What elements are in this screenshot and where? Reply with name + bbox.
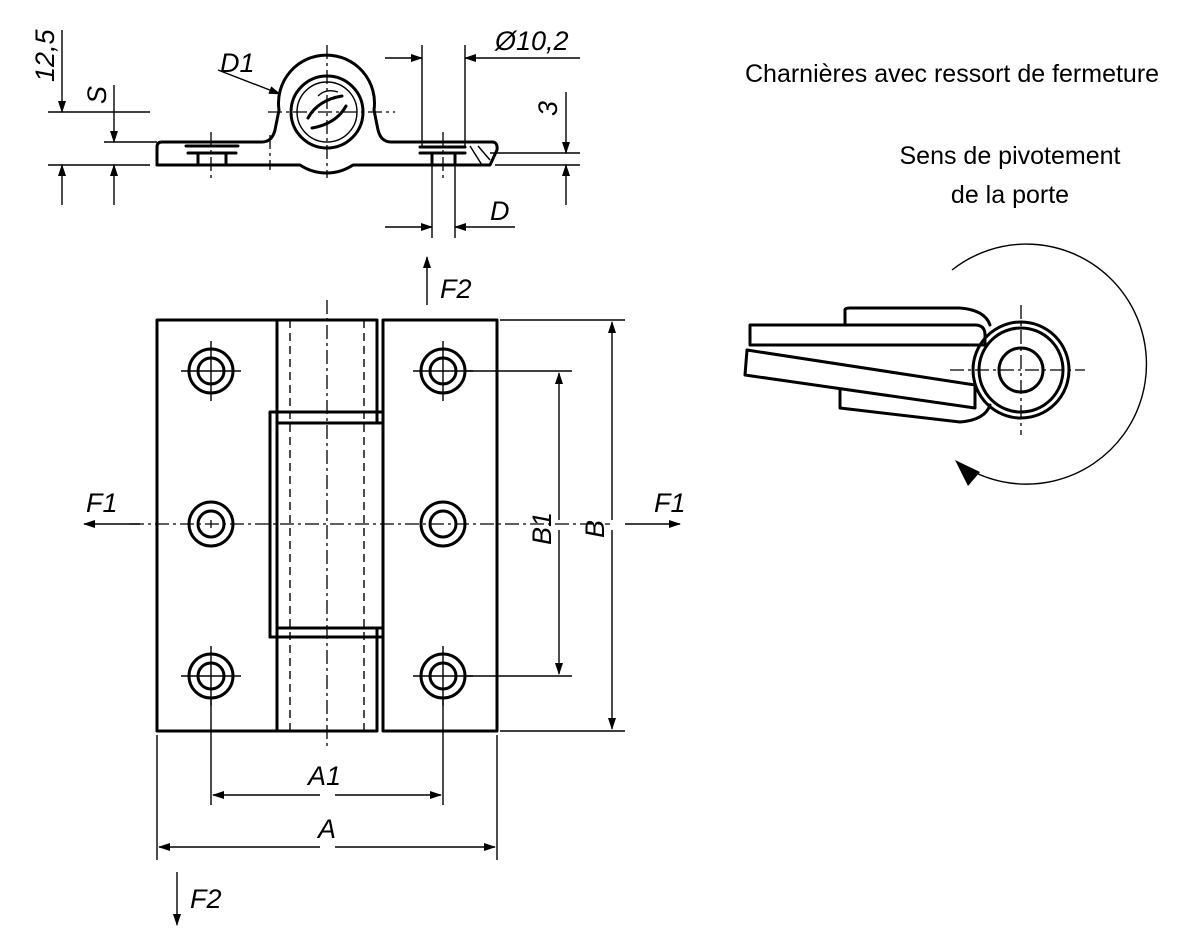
rotation-arrow-head bbox=[955, 460, 980, 486]
top-leaf bbox=[748, 323, 987, 347]
bottom-leaf bbox=[743, 348, 977, 410]
section-hatch bbox=[469, 145, 491, 166]
note-pivot-line-1: Sens de pivotement bbox=[900, 142, 1121, 170]
note-pivot-line-2: de la porte bbox=[951, 181, 1069, 209]
spring-curve-2 bbox=[310, 104, 348, 130]
right-leaf bbox=[381, 318, 499, 733]
dim-d-label: D bbox=[490, 196, 510, 226]
dim-d1-label: D1 bbox=[220, 48, 255, 78]
dim-d1-leader bbox=[217, 69, 281, 95]
side-view-outline bbox=[155, 53, 499, 175]
force-f1-left-label: F1 bbox=[86, 488, 118, 518]
dim-a1-label: A1 bbox=[306, 761, 341, 791]
side-view: 12,5 S D1 Ø10,2 3 D bbox=[30, 26, 580, 238]
left-screw-hole bbox=[184, 144, 240, 167]
pivot-detail-view bbox=[743, 243, 1148, 486]
dim-3-label: 3 bbox=[533, 101, 563, 116]
spring-curve-3 bbox=[317, 89, 339, 97]
left-leaf bbox=[155, 318, 279, 733]
spring-curve-1 bbox=[306, 94, 344, 120]
dim-12-5-label: 12,5 bbox=[30, 28, 60, 82]
hole-crosshairs bbox=[181, 341, 473, 706]
force-f2-bottom-label: F2 bbox=[190, 884, 222, 914]
front-view: F1 F1 F2 F2 B1 B A1 A bbox=[83, 256, 686, 926]
bottom-leaf-knuckle bbox=[838, 388, 992, 424]
dim-dia-label: Ø10,2 bbox=[494, 26, 569, 56]
top-leaf-knuckle bbox=[843, 306, 992, 327]
force-f2-top-label: F2 bbox=[440, 274, 472, 304]
dim-a-label: A bbox=[316, 814, 336, 844]
rotation-arc bbox=[951, 243, 1148, 485]
dim-b-label: B bbox=[580, 520, 610, 538]
dim-b1-label: B1 bbox=[527, 512, 557, 545]
note-title: Charnières avec ressort de fermeture bbox=[745, 60, 1159, 88]
force-f1-right-label: F1 bbox=[654, 488, 686, 518]
dim-s-label: S bbox=[82, 86, 112, 104]
